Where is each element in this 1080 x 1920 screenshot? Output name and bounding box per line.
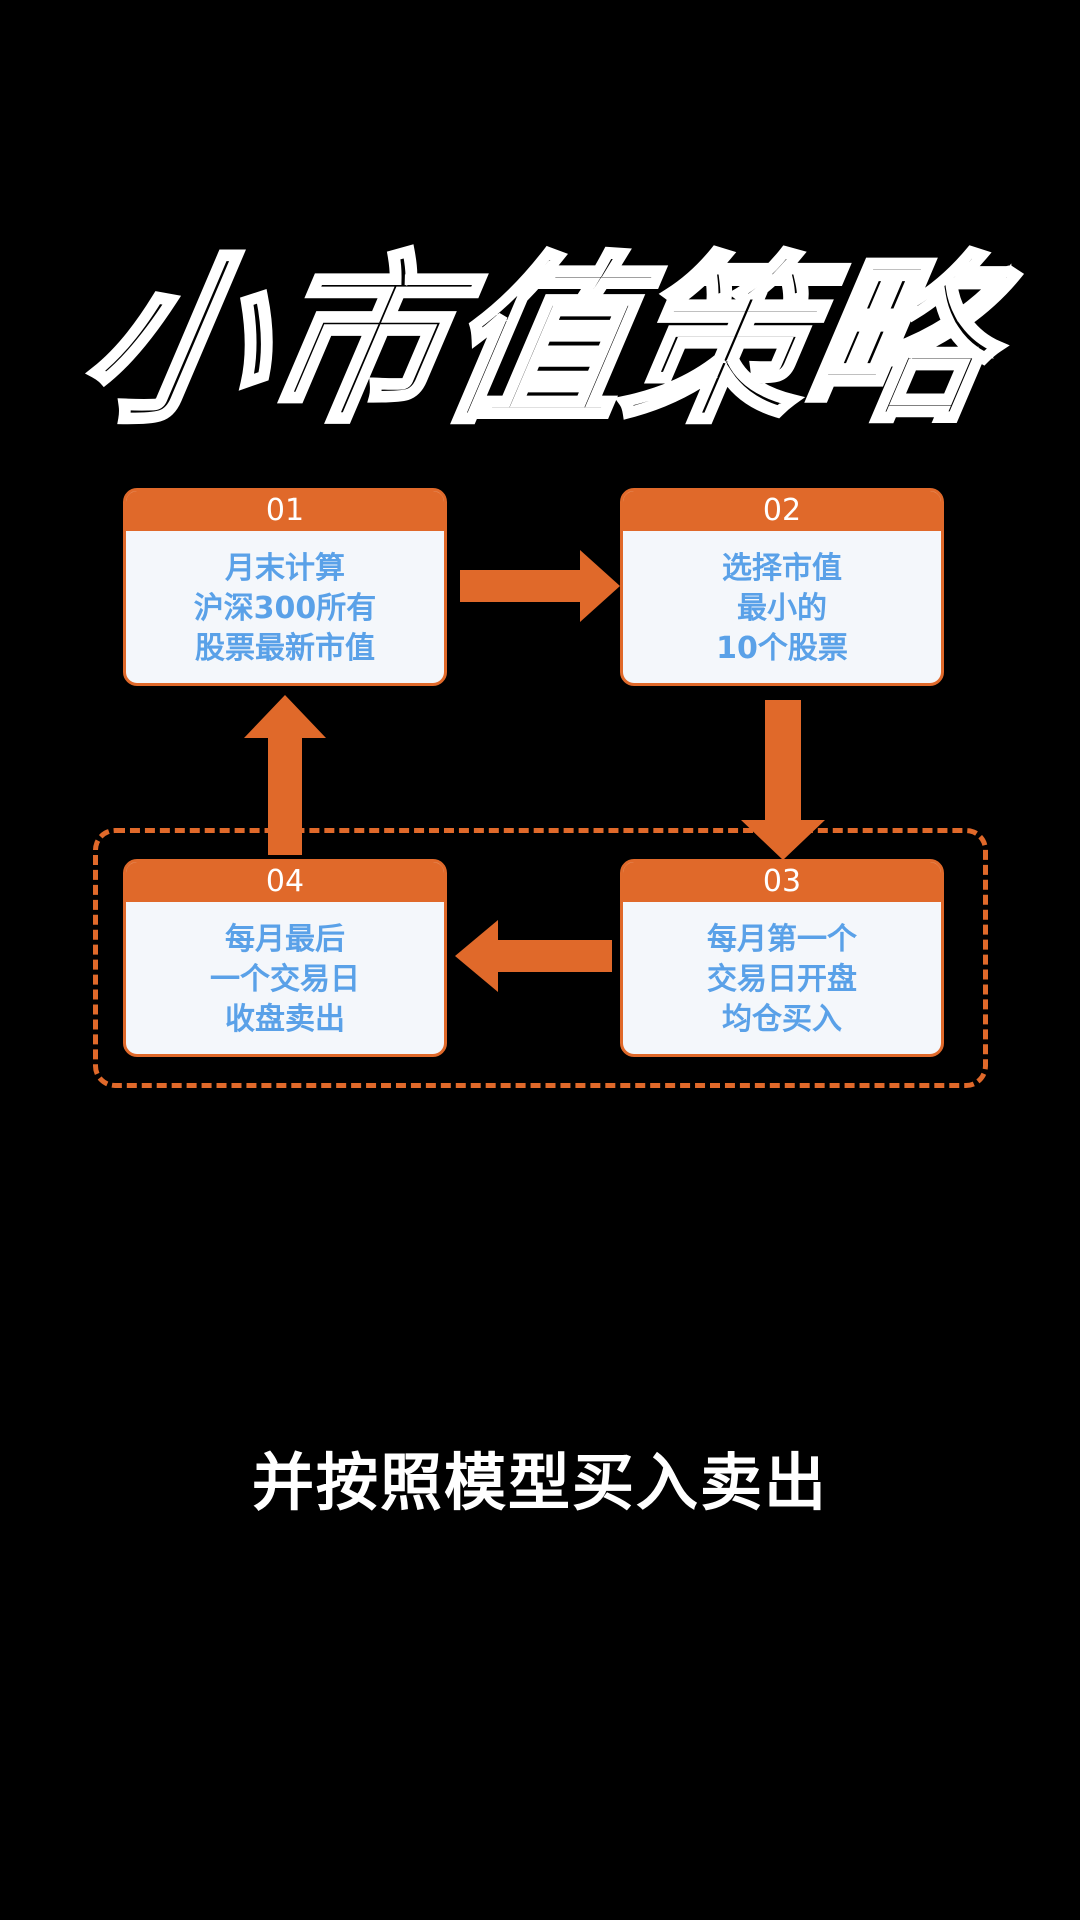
step-line: 交易日开盘	[707, 961, 857, 997]
step-card-01: 01 月末计算 沪深300所有 股票最新市值	[123, 488, 447, 686]
step-line: 月末计算	[225, 550, 345, 586]
step-line: 最小的	[737, 590, 827, 626]
arrow-left	[455, 920, 612, 992]
step-line: 一个交易日	[210, 961, 360, 997]
step-card-04: 04 每月最后 一个交易日 收盘卖出	[123, 859, 447, 1057]
step-line: 收盘卖出	[225, 1001, 345, 1037]
loop-highlight-frame	[93, 828, 988, 1088]
step-number: 04	[126, 862, 444, 902]
step-line: 每月最后	[225, 921, 345, 957]
step-number: 02	[623, 491, 941, 531]
step-line: 均仓买入	[722, 1001, 842, 1037]
step-line: 选择市值	[722, 550, 842, 586]
arrow-right	[460, 550, 620, 622]
step-line: 沪深300所有	[193, 590, 377, 626]
step-card-03: 03 每月第一个 交易日开盘 均仓买入	[620, 859, 944, 1057]
step-line: 每月第一个	[707, 921, 857, 957]
step-line: 股票最新市值	[195, 630, 375, 666]
step-number: 03	[623, 862, 941, 902]
arrow-up	[244, 695, 326, 855]
caption: 并按照模型买入卖出	[251, 1446, 828, 1519]
step-number: 01	[126, 491, 444, 531]
arrow-down	[741, 700, 825, 860]
step-card-02: 02 选择市值 最小的 10个股票	[620, 488, 944, 686]
step-line: 10个股票	[716, 630, 848, 666]
